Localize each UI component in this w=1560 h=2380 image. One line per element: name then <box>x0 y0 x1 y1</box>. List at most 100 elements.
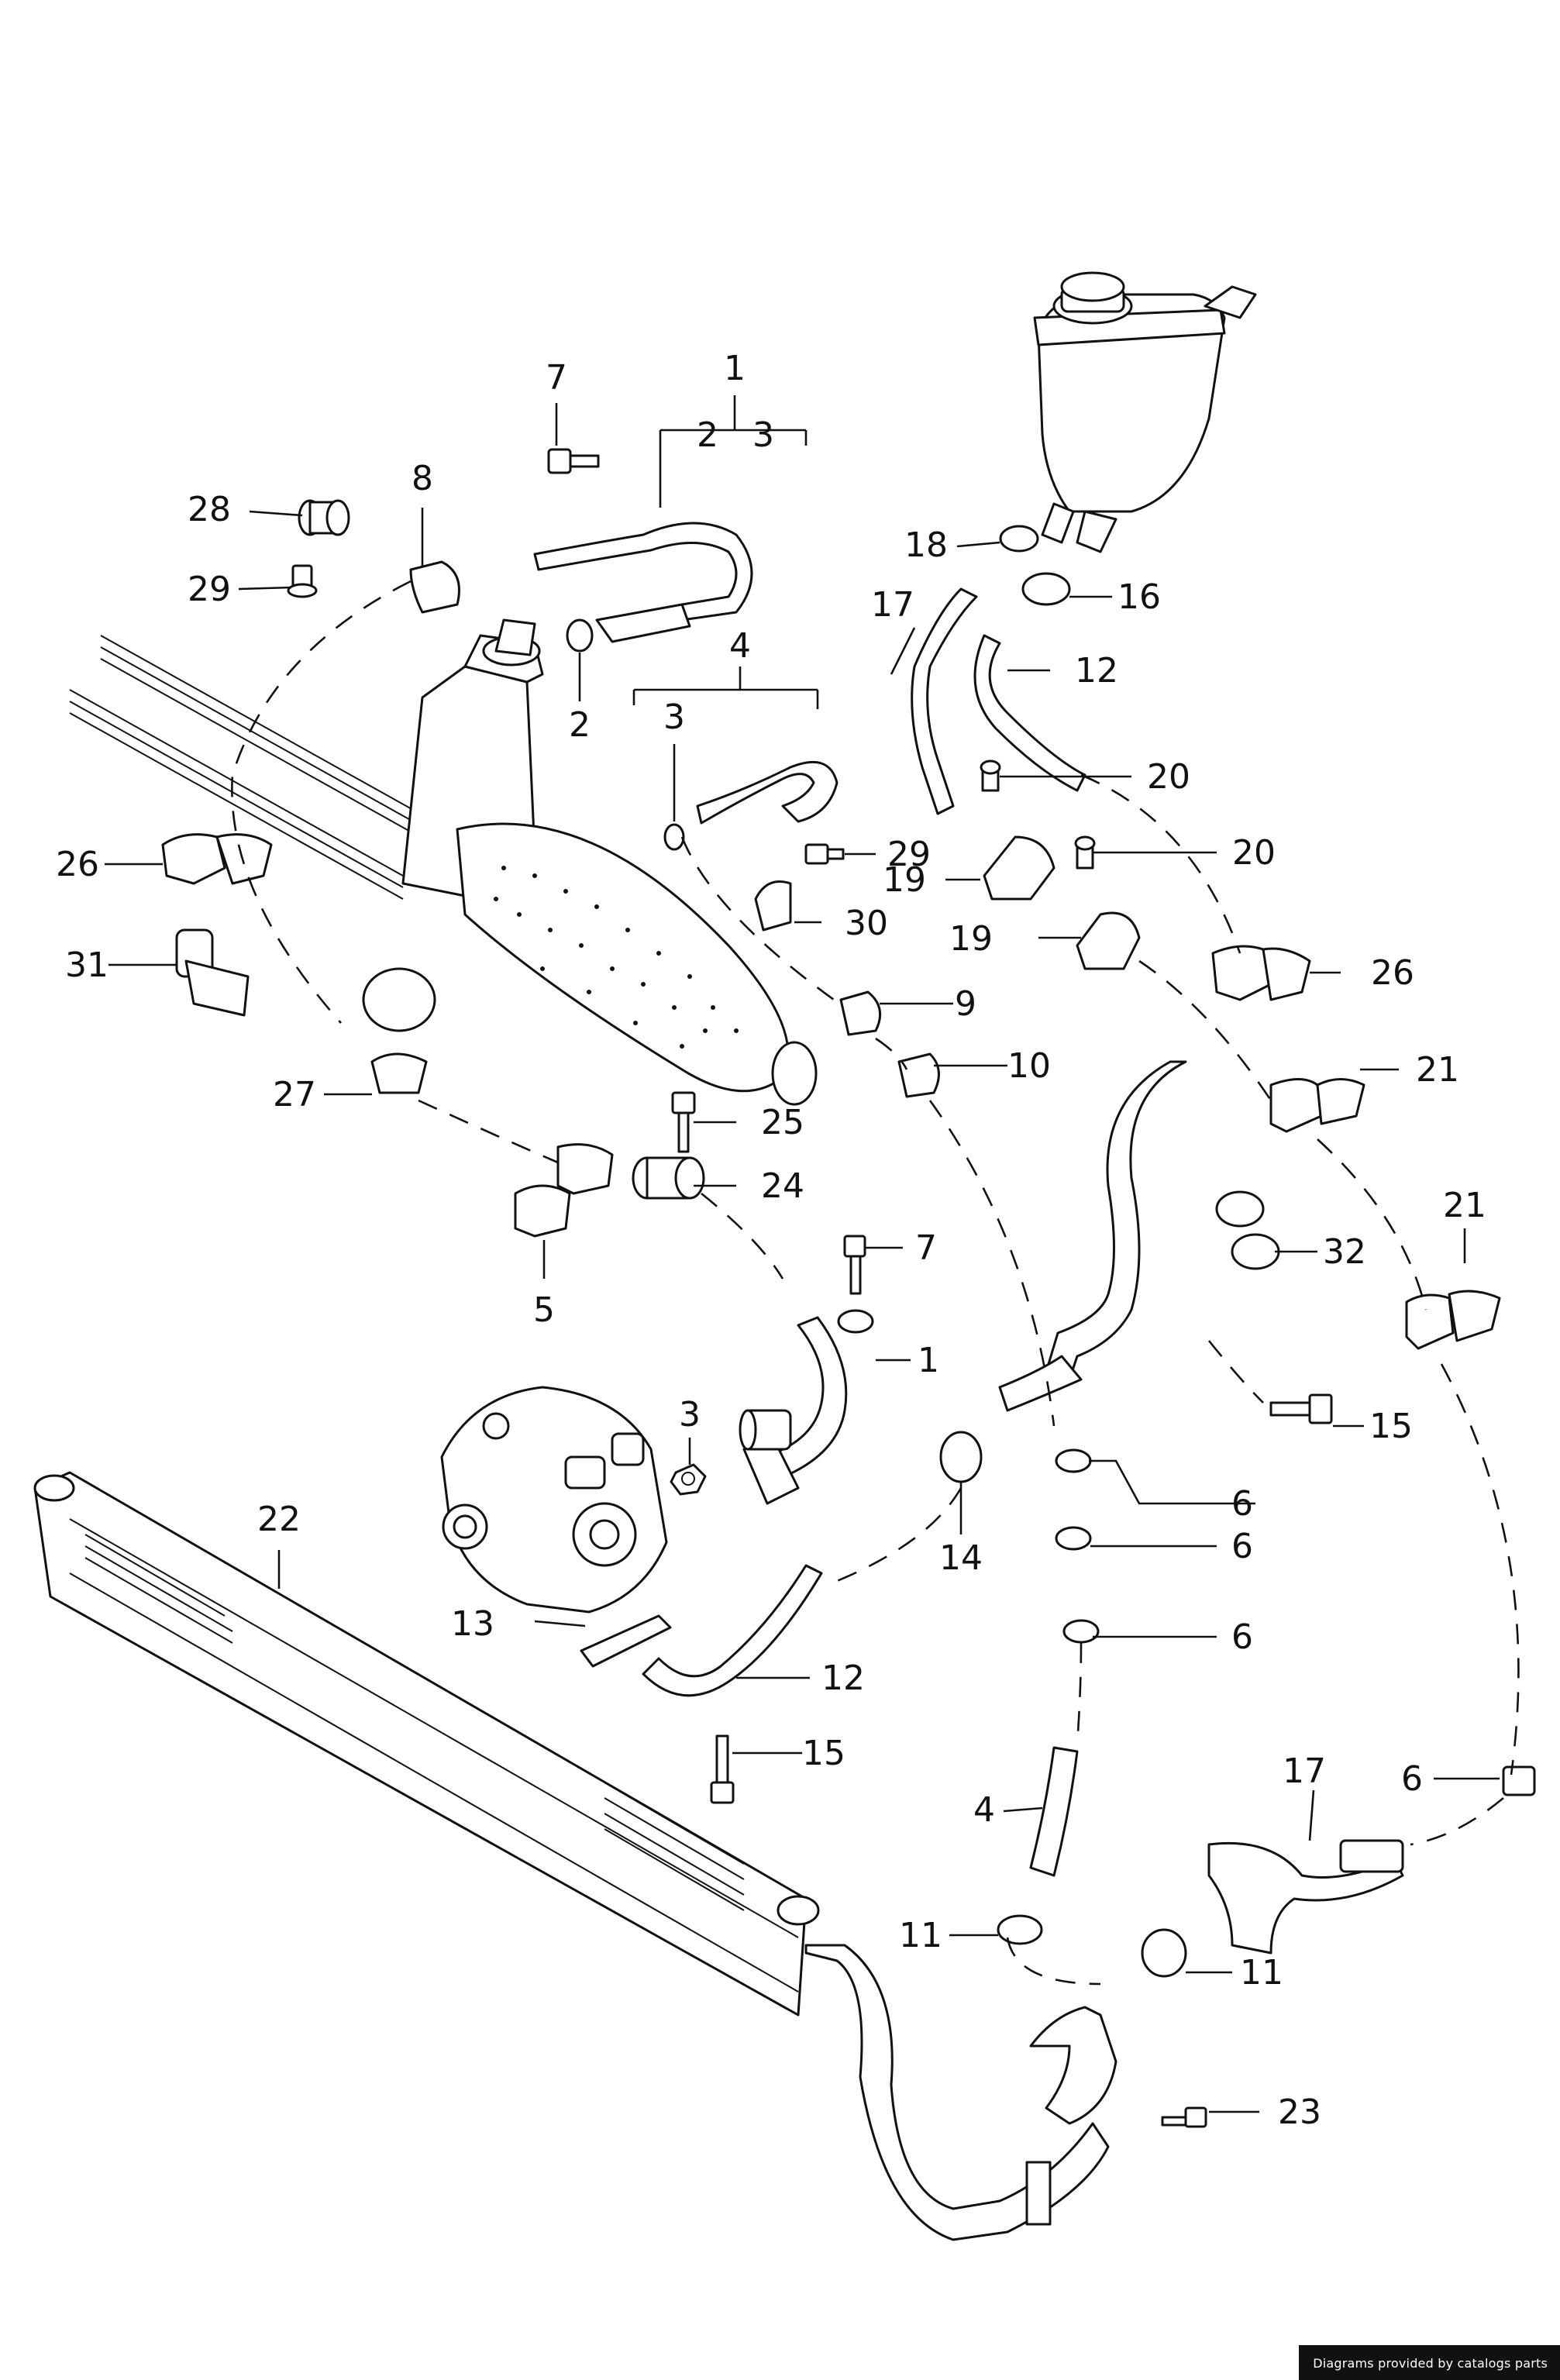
clip-5 <box>514 1143 614 1238</box>
callout-3-top: 3 <box>752 415 774 455</box>
callout-29-mid: 29 <box>887 835 931 874</box>
callout-labels: 1 2 3 2 4 3 7 8 28 29 18 16 17 12 20 20 … <box>56 349 1486 2132</box>
callout-4-low: 4 <box>973 1790 995 1830</box>
clip-19-b <box>1076 911 1141 970</box>
sleeve-28 <box>298 499 350 536</box>
callout-32: 32 <box>1323 1232 1366 1272</box>
fitting-1-mid <box>739 1409 792 1451</box>
clamp-11-b <box>1141 1928 1187 1978</box>
callout-19-a: 19 <box>883 860 926 900</box>
clamp-6-b <box>1055 1526 1092 1551</box>
callout-15-right: 15 <box>1369 1407 1413 1446</box>
bolt-7-top <box>547 448 600 474</box>
bolt-25 <box>671 1091 696 1153</box>
callout-20-b: 20 <box>1232 833 1276 873</box>
clip-21-a <box>1269 1078 1365 1133</box>
clamp-14 <box>939 1431 983 1483</box>
clip-8 <box>409 560 460 614</box>
callout-21-b: 21 <box>1443 1186 1486 1225</box>
clip-19-a <box>983 835 1055 901</box>
callout-31: 31 <box>65 945 108 985</box>
callout-3-low: 3 <box>679 1395 701 1435</box>
callout-24: 24 <box>761 1166 804 1206</box>
hoses <box>533 522 1404 1955</box>
callout-28: 28 <box>188 490 231 529</box>
callout-11-b: 11 <box>1240 1953 1283 1993</box>
pin-20-b <box>1074 835 1096 870</box>
steering-rack <box>69 618 818 1106</box>
callout-2-lower: 2 <box>569 705 591 745</box>
bolt-7-mid <box>837 1235 874 1334</box>
callout-21-a: 21 <box>1416 1050 1459 1090</box>
callout-16: 16 <box>1117 577 1161 617</box>
pin-20-a <box>980 759 1001 792</box>
callout-6-d: 6 <box>1401 1759 1423 1799</box>
callout-22: 22 <box>257 1500 301 1539</box>
clamp-11-a <box>997 1914 1043 1945</box>
callout-19-b: 19 <box>949 919 993 959</box>
callout-13: 13 <box>451 1604 494 1644</box>
callout-11-a: 11 <box>899 1916 942 1955</box>
leader-lines <box>105 395 1500 2113</box>
callout-23: 23 <box>1278 2092 1321 2132</box>
callout-12-low: 12 <box>821 1658 865 1698</box>
clip-10 <box>897 1052 940 1098</box>
fluid-reservoir <box>1033 271 1257 553</box>
clip-26-left <box>161 833 273 885</box>
callout-29-left: 29 <box>188 570 231 609</box>
small-parts <box>161 448 1536 2128</box>
callout-6-b: 6 <box>1231 1527 1253 1566</box>
callout-30: 30 <box>845 904 888 943</box>
callout-10: 10 <box>1007 1046 1051 1086</box>
callout-9: 9 <box>955 984 976 1024</box>
routing-dashes <box>231 580 1520 1986</box>
callout-3-mid: 3 <box>663 697 685 737</box>
callout-1-mid: 1 <box>918 1341 939 1380</box>
gasket-13 <box>580 1614 672 1668</box>
callout-7-top: 7 <box>546 358 567 398</box>
steering-pump <box>440 1386 668 1614</box>
clamp-6-d <box>1502 1765 1536 1796</box>
clamp-32 <box>1215 1190 1280 1270</box>
sleeve-24 <box>632 1156 705 1200</box>
callout-5: 5 <box>533 1290 555 1330</box>
callout-14: 14 <box>939 1538 983 1578</box>
clamp-16 <box>1021 572 1071 606</box>
callout-2-top: 2 <box>697 415 718 455</box>
bracket-30 <box>754 880 792 932</box>
callout-20-a: 20 <box>1147 757 1190 797</box>
screw-29-mid <box>804 843 845 865</box>
clip-9 <box>839 990 882 1036</box>
clamp-27 <box>362 967 436 1094</box>
callout-7-mid: 7 <box>915 1228 937 1268</box>
callout-27: 27 <box>273 1075 316 1114</box>
clamp-6-a <box>1055 1448 1092 1473</box>
screw-29-left <box>287 564 318 598</box>
clamp-31 <box>175 928 250 1017</box>
callout-12-top: 12 <box>1075 651 1118 691</box>
callout-4-top: 4 <box>729 626 751 666</box>
callout-18: 18 <box>904 525 948 565</box>
rack-boot-texture <box>494 866 739 1049</box>
clip-21-b <box>1405 1290 1501 1350</box>
callout-26-left: 26 <box>56 845 99 884</box>
callout-26-right: 26 <box>1371 953 1414 993</box>
callout-17-top: 17 <box>871 585 914 625</box>
bolt-15-right <box>1269 1393 1333 1424</box>
oil-cooler <box>33 1471 1117 2241</box>
nut-3-low <box>670 1463 707 1496</box>
washer-3-mid <box>663 823 685 851</box>
callout-25: 25 <box>761 1103 804 1142</box>
callout-15-low: 15 <box>802 1734 845 1773</box>
clamp-6-c <box>1062 1619 1100 1644</box>
callout-6-a: 6 <box>1231 1484 1253 1524</box>
clamp-18 <box>999 525 1039 553</box>
callout-8: 8 <box>412 459 433 498</box>
clip-26-right <box>1211 945 1311 1001</box>
callout-6-c: 6 <box>1231 1617 1253 1657</box>
callout-17-low: 17 <box>1283 1751 1326 1791</box>
credit-badge: Diagrams provided by catalogs parts <box>1299 2345 1560 2380</box>
washer-2 <box>566 618 594 653</box>
callout-1-top: 1 <box>724 349 746 388</box>
